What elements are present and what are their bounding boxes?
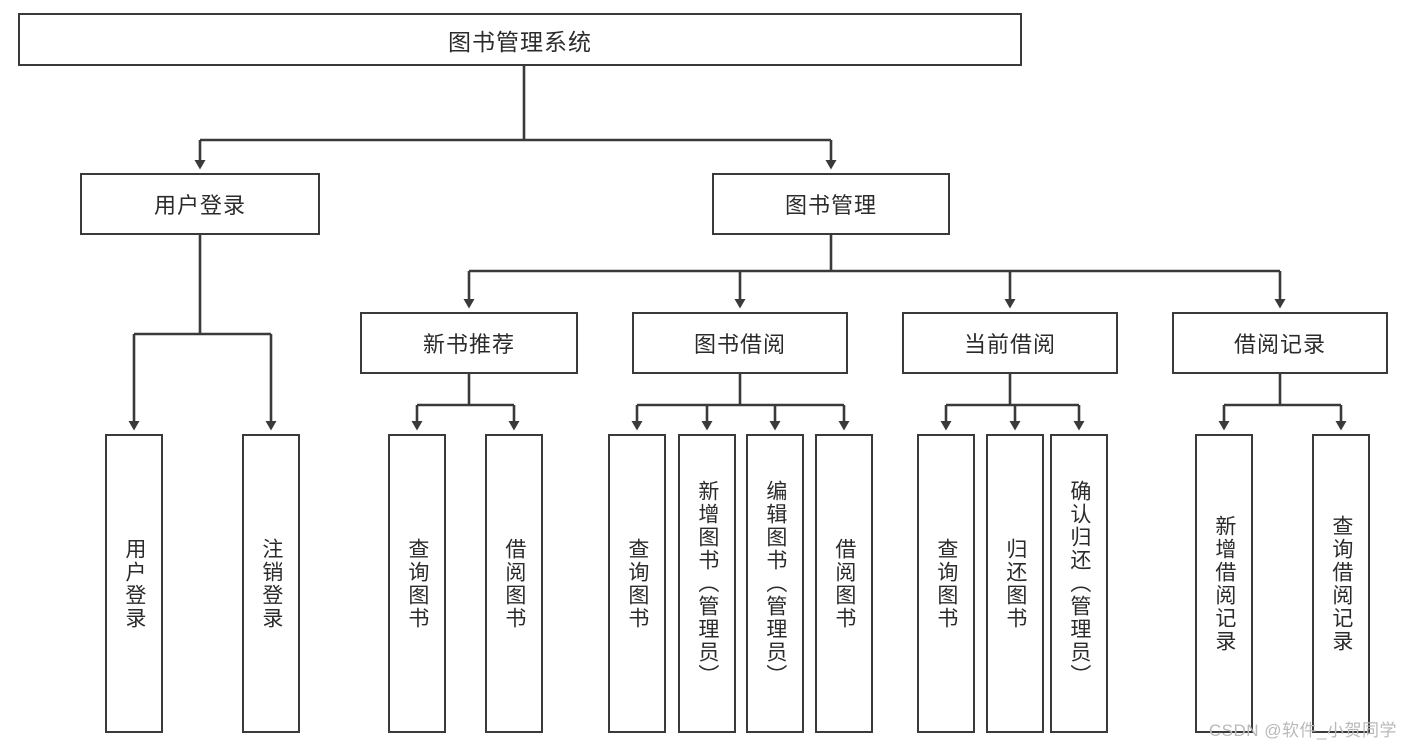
leaf-cb-return-book-label: 归还图书: [1003, 537, 1027, 630]
watermark: CSDN @软件_小贺同学: [1208, 721, 1397, 740]
node-new-book-recommend-label: 新书推荐: [422, 332, 515, 357]
node-new-book-recommend[interactable]: 新书推荐: [360, 312, 578, 374]
leaf-bb-borrow-book-label: 借阅图书: [832, 537, 856, 630]
node-current-borrow[interactable]: 当前借阅: [902, 312, 1118, 374]
node-book-borrow-label: 图书借阅: [693, 332, 786, 357]
leaf-bb-query-book[interactable]: 查询图书: [608, 434, 666, 733]
leaf-nbr-query-book[interactable]: 查询图书: [388, 434, 446, 733]
node-user-login-label: 用户登录: [153, 193, 246, 218]
node-root[interactable]: 图书管理系统: [18, 13, 1022, 66]
node-root-label: 图书管理系统: [448, 28, 592, 55]
leaf-br-query-record-label: 查询借阅记录: [1329, 514, 1353, 653]
leaf-cb-query-book-label: 查询图书: [934, 537, 958, 630]
leaf-cb-query-book[interactable]: 查询图书: [917, 434, 975, 733]
leaf-cb-confirm-return-label: 确认归还（管理员）: [1067, 480, 1091, 687]
leaf-nbr-query-book-label: 查询图书: [405, 537, 429, 630]
leaf-logout-label: 注销登录: [259, 537, 283, 630]
leaf-br-add-record[interactable]: 新增借阅记录: [1195, 434, 1253, 733]
leaf-br-add-record-label: 新增借阅记录: [1212, 514, 1236, 653]
node-borrow-record-label: 借阅记录: [1233, 332, 1326, 357]
leaf-logout[interactable]: 注销登录: [242, 434, 300, 733]
node-book-management[interactable]: 图书管理: [712, 173, 950, 235]
leaf-bb-edit-book-label: 编辑图书（管理员）: [763, 480, 787, 687]
node-book-management-label: 图书管理: [784, 193, 877, 218]
node-user-login[interactable]: 用户登录: [80, 173, 320, 235]
leaf-bb-edit-book[interactable]: 编辑图书（管理员）: [746, 434, 804, 733]
leaf-user-login-label: 用户登录: [122, 537, 146, 630]
leaf-bb-add-book[interactable]: 新增图书（管理员）: [678, 434, 736, 733]
node-book-borrow[interactable]: 图书借阅: [632, 312, 848, 374]
leaf-bb-query-book-label: 查询图书: [625, 537, 649, 630]
node-borrow-record[interactable]: 借阅记录: [1172, 312, 1388, 374]
leaf-cb-return-book[interactable]: 归还图书: [986, 434, 1044, 733]
leaf-br-query-record[interactable]: 查询借阅记录: [1312, 434, 1370, 733]
leaf-nbr-borrow-book-label: 借阅图书: [502, 537, 526, 630]
node-current-borrow-label: 当前借阅: [963, 332, 1056, 357]
leaf-nbr-borrow-book[interactable]: 借阅图书: [485, 434, 543, 733]
leaf-bb-add-book-label: 新增图书（管理员）: [695, 480, 719, 687]
leaf-bb-borrow-book[interactable]: 借阅图书: [815, 434, 873, 733]
leaf-user-login[interactable]: 用户登录: [105, 434, 163, 733]
leaf-cb-confirm-return[interactable]: 确认归还（管理员）: [1050, 434, 1108, 733]
